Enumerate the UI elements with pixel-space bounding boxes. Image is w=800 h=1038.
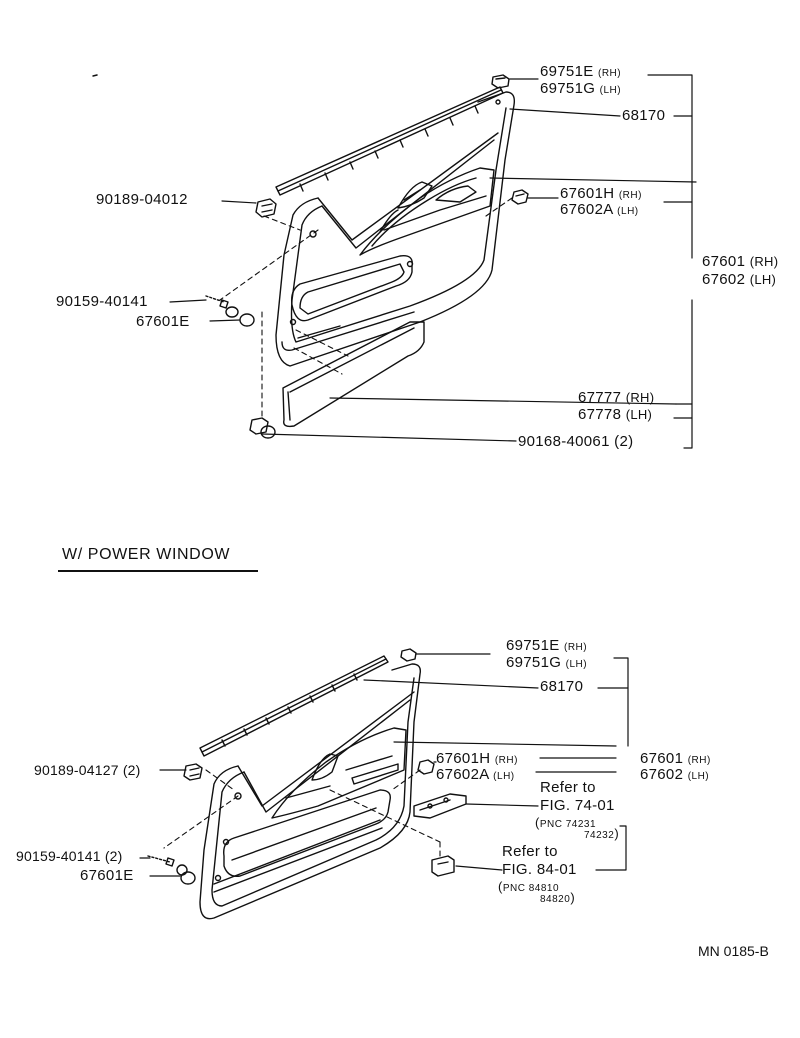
label-90189-04127: 90189-04127 (2) [34, 762, 141, 778]
section-title: W/ POWER WINDOW [62, 546, 231, 563]
paren-open: ( [498, 879, 503, 894]
side-rh: (RH) [687, 755, 711, 766]
part-number: 69751E [506, 637, 560, 654]
pnc-74232-line: 74232) [584, 827, 619, 841]
side-lh: (LH) [599, 85, 622, 96]
bottom-dashed-lines [163, 769, 441, 859]
part-number: 67778 [578, 406, 622, 423]
label-69751g: 69751G (LH) [540, 81, 621, 96]
pnc-74231-line: (PNC 74231 [535, 816, 596, 830]
label-90168-40061: 90168-40061 (2) [518, 433, 634, 450]
part-number: 67601 [640, 750, 684, 767]
part-number: 69751E [540, 63, 594, 80]
refer-to-label-2: Refer to [502, 843, 558, 860]
part-number: 67602 [702, 271, 746, 288]
part-number: 67602A [560, 201, 613, 218]
side-rh: (RH) [564, 642, 588, 653]
label-67778: 67778 (LH) [578, 407, 652, 422]
label-67602-bottom: 67602 (LH) [640, 767, 709, 782]
top-door-panel [275, 91, 516, 367]
label-67601e-bottom: 67601E [80, 867, 134, 884]
paren-close: ) [570, 890, 576, 905]
side-lh: (LH) [617, 206, 639, 217]
bottom-door-panel [199, 663, 422, 920]
side-rh: (RH) [625, 390, 655, 405]
label-90159-40141: 90159-40141 [56, 293, 148, 310]
part-number: 67602A [436, 766, 489, 783]
pnc-number: 74232 [584, 830, 615, 841]
top-dashed-lines [219, 197, 513, 419]
label-67601h: 67601H (RH) [560, 186, 642, 201]
top-leader-lines [169, 74, 697, 449]
part-number: 69751G [540, 80, 596, 97]
section-title-underline [58, 570, 258, 572]
pnc-number: 84820 [540, 894, 571, 905]
pnc-84810-line: (PNC 84810 [498, 880, 559, 894]
side-rh: (RH) [749, 254, 779, 269]
label-67602a-bottom: 67602A (LH) [436, 767, 515, 782]
label-68170: 68170 [622, 107, 666, 124]
label-69751e: 69751E (RH) [540, 64, 621, 79]
label-67601: 67601 (RH) [702, 254, 778, 269]
bottom-leader-lines [139, 653, 629, 877]
label-67602: 67602 (LH) [702, 272, 776, 287]
label-67601h-bottom: 67601H (RH) [436, 751, 518, 766]
part-number: 69751G [506, 654, 562, 671]
label-67601-bottom: 67601 (RH) [640, 751, 711, 766]
side-lh: (LH) [493, 771, 515, 782]
side-rh: (RH) [598, 68, 622, 79]
part-number: 67601 [702, 253, 746, 270]
stray-mark [92, 74, 98, 77]
bottom-power-window-parts [413, 793, 467, 877]
side-lh: (LH) [565, 659, 588, 670]
top-lower-panel [282, 321, 425, 428]
side-rh: (RH) [494, 755, 518, 766]
bottom-fasteners [147, 759, 435, 885]
top-clip-69751 [491, 74, 510, 89]
bottom-weatherstrip [199, 655, 389, 757]
part-number: 67601H [560, 185, 615, 202]
fig-74-01-reference[interactable]: FIG. 74-01 [540, 797, 615, 814]
fig-84-01-reference[interactable]: FIG. 84-01 [502, 861, 577, 878]
part-number: 67777 [578, 389, 622, 406]
paren-close: ) [614, 826, 620, 841]
side-rh: (RH) [618, 190, 642, 201]
label-67777: 67777 (RH) [578, 390, 654, 405]
diagram-reference-code: MN 0185-B [698, 943, 769, 959]
pnc-number: PNC 74231 [539, 819, 597, 830]
side-lh: (LH) [749, 272, 777, 287]
refer-to-label-1: Refer to [540, 779, 596, 796]
label-67602a: 67602A (LH) [560, 202, 639, 217]
label-69751g-bottom: 69751G (LH) [506, 655, 587, 670]
bottom-clip-69751 [400, 648, 417, 662]
label-90159-40141-bottom: 90159-40141 (2) [16, 848, 123, 864]
part-number: 67601H [436, 750, 491, 767]
label-90189-04012: 90189-04012 [96, 191, 188, 208]
label-67601e: 67601E [136, 313, 190, 330]
paren-open: ( [535, 815, 540, 830]
side-lh: (LH) [687, 771, 710, 782]
label-68170-bottom: 68170 [540, 678, 584, 695]
part-number: 67602 [640, 766, 684, 783]
pnc-84820-line: 84820) [540, 891, 575, 905]
side-lh: (LH) [625, 407, 653, 422]
label-69751e-bottom: 69751E (RH) [506, 638, 587, 653]
pnc-number: PNC 84810 [502, 883, 560, 894]
top-weatherstrip [275, 86, 504, 196]
